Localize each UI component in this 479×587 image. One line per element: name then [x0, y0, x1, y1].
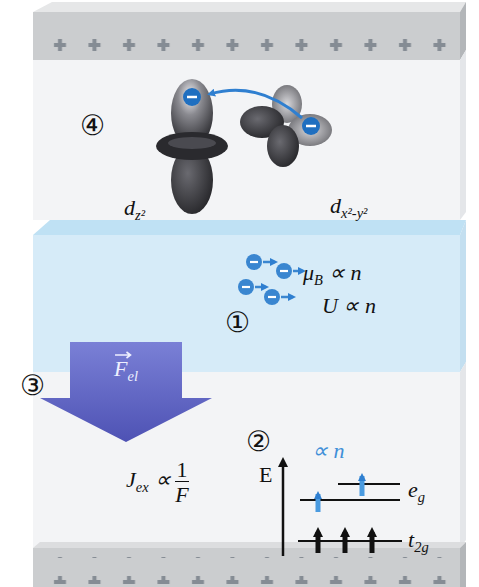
math-text: 2g: [414, 539, 429, 555]
orbital-label: dz²: [124, 197, 145, 222]
math-text: ∝: [155, 467, 171, 492]
callout-number: ③: [20, 369, 45, 402]
callout-number: ②: [246, 425, 271, 458]
axis-label: E: [259, 464, 272, 486]
force-arrow: Fel: [40, 342, 212, 442]
hop-arrow: [210, 90, 302, 118]
math-text: t: [408, 527, 414, 552]
relation: μB ∝ n: [303, 262, 362, 287]
math-text: z²: [135, 207, 145, 223]
math-text: μ: [303, 260, 314, 285]
dx2y2-orbital: [240, 85, 332, 167]
math-text: x²-y²: [341, 205, 367, 221]
math-text: F: [114, 356, 127, 381]
energy-levels: [283, 462, 402, 556]
callout-number: ④: [80, 112, 105, 140]
math-text: e: [408, 477, 418, 502]
relation: U ∝ n: [322, 295, 376, 317]
math-text: el: [127, 368, 137, 384]
math-text: E: [259, 462, 272, 487]
electron: [183, 88, 320, 135]
math-text: 1: [175, 458, 188, 481]
math-text: B: [314, 272, 323, 288]
mobile-electrons: [238, 254, 303, 305]
callout-number: ②: [246, 428, 271, 456]
fraction: 1F: [175, 458, 188, 506]
math-text: J: [126, 467, 136, 492]
callout-number: ①: [225, 306, 250, 339]
callout-number: ④: [80, 109, 105, 142]
callout-number: ①: [225, 309, 250, 337]
math-text: ex: [136, 479, 149, 495]
arrow-body: [40, 342, 212, 442]
proportionality: ∝ n: [312, 440, 345, 462]
exchange-relation: Jex ∝1F: [126, 458, 189, 506]
math-text: d: [330, 193, 341, 218]
orbital-label: dx²-y²: [330, 195, 367, 220]
level-label: t2g: [408, 529, 429, 554]
math-text: ∝ n: [312, 438, 345, 463]
level-label: eg: [408, 479, 425, 504]
dz2-orbital: [156, 79, 228, 214]
callout-number: ③: [20, 372, 45, 400]
math-text: g: [418, 489, 425, 505]
math-text: F: [175, 481, 188, 506]
force-label: Fel: [114, 358, 138, 383]
math-text: d: [124, 195, 135, 220]
math-text: ∝ n: [329, 260, 362, 285]
math-text: U ∝ n: [322, 293, 376, 318]
